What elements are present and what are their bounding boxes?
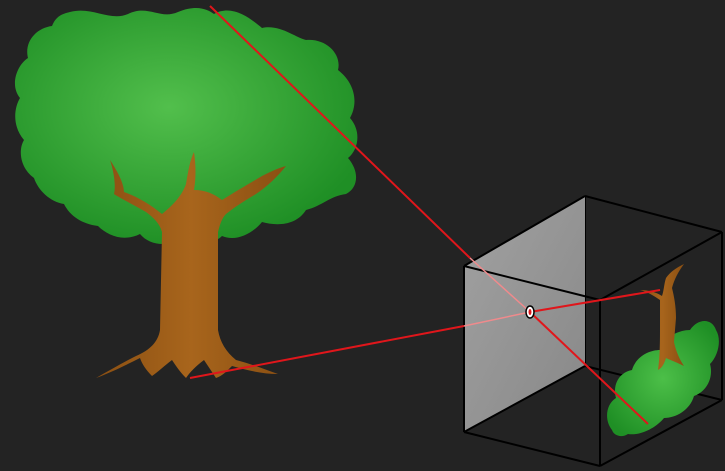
camera-box bbox=[464, 196, 722, 466]
camera-edge-back-top bbox=[585, 196, 722, 232]
pinhole-aperture bbox=[526, 306, 534, 318]
camera-edge-near-top-back bbox=[600, 232, 722, 300]
camera-edge-bottom-near bbox=[464, 432, 600, 466]
ray-bottom-outside bbox=[190, 326, 464, 378]
scene-tree bbox=[15, 8, 357, 378]
aperture-center bbox=[529, 309, 532, 315]
